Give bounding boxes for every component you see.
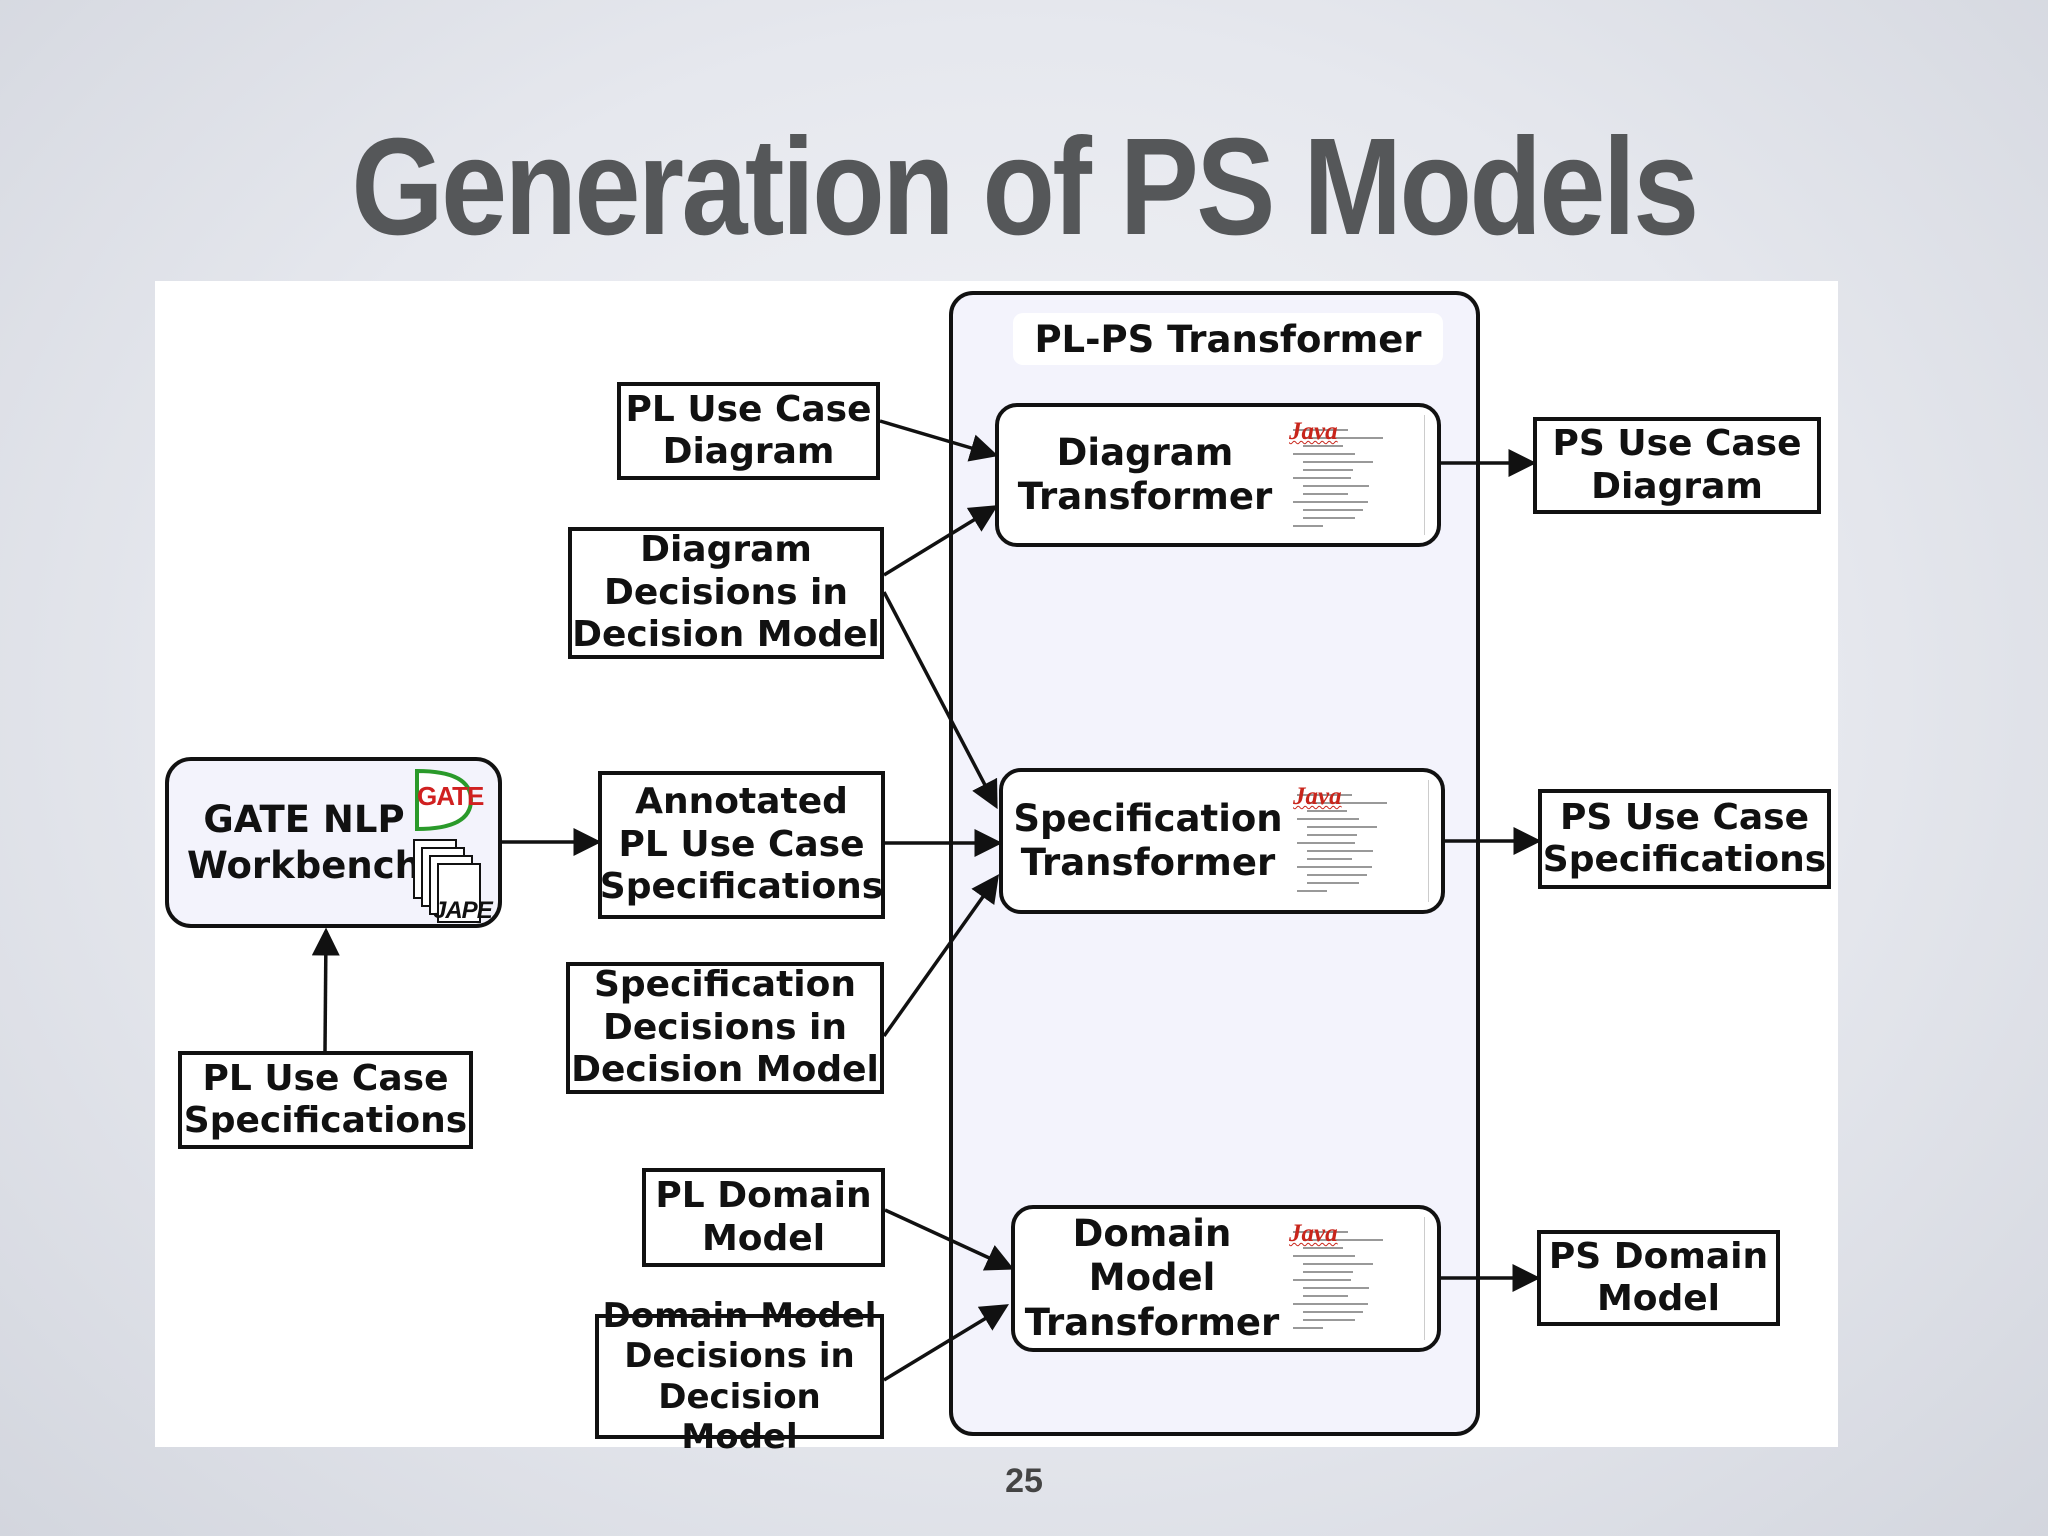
code-line xyxy=(1307,850,1373,852)
code-line xyxy=(1293,453,1355,455)
diagram-transformer-box: Diagram Transformer Java xyxy=(995,403,1441,547)
code-line xyxy=(1297,890,1327,892)
gate-logo-icon: GATE xyxy=(411,767,484,833)
code-line xyxy=(1307,834,1357,836)
domain-model-transformer-box: Domain Model Transformer Java xyxy=(1011,1205,1441,1352)
code-line xyxy=(1293,1279,1351,1281)
arrow-domainmodel-to-domain-transformer xyxy=(884,1208,1015,1271)
ps-use-case-diagram-box: PS Use Case Diagram xyxy=(1533,417,1821,514)
code-line xyxy=(1303,469,1353,471)
code-line xyxy=(1307,882,1359,884)
arrow-domaindecisions-to-domain-transformer xyxy=(883,1304,1009,1382)
slide-title: Generation of PS Models xyxy=(351,110,1699,264)
code-line xyxy=(1293,1255,1355,1257)
gate-nlp-workbench-box: GATE NLP Workbench GATE JAPE xyxy=(165,757,502,928)
code-line xyxy=(1303,1263,1373,1265)
code-line xyxy=(1293,1231,1348,1233)
code-lines xyxy=(1289,1223,1424,1340)
code-line xyxy=(1297,866,1372,868)
ps-use-case-specifications-box: PS Use Case Specifications xyxy=(1538,789,1831,889)
arrow-diagdecisions-to-diagram-transformer xyxy=(883,505,998,577)
java-code-icon: Java xyxy=(1293,780,1429,902)
code-line xyxy=(1303,485,1369,487)
arrow-ucdiagram-to-diagram-transformer xyxy=(879,419,999,462)
java-code-icon: Java xyxy=(1289,415,1425,535)
java-code-icon: Java xyxy=(1289,1217,1425,1340)
code-line xyxy=(1303,445,1343,447)
diagram-transformer-label: Diagram Transformer xyxy=(1017,430,1273,518)
arrow-diagdecisions-to-spec-transformer xyxy=(882,591,998,810)
code-line xyxy=(1297,794,1352,796)
code-line xyxy=(1293,477,1351,479)
code-line xyxy=(1307,874,1367,876)
code-line xyxy=(1303,509,1363,511)
code-line xyxy=(1297,818,1359,820)
domain-model-decisions-box: Domain Model Decisions in Decision Model xyxy=(595,1296,884,1457)
code-line xyxy=(1293,525,1323,527)
code-line xyxy=(1303,1319,1355,1321)
gate-logo-text: GATE xyxy=(417,781,484,811)
pl-domain-model-box: PL Domain Model xyxy=(642,1168,885,1267)
java-logo: Java xyxy=(1293,783,1342,810)
code-line xyxy=(1303,1271,1353,1273)
code-line xyxy=(1293,501,1368,503)
domain-model-transformer-label: Domain Model Transformer xyxy=(1024,1211,1280,1344)
arrow-specdecisions-to-spec-transformer xyxy=(882,874,1000,1038)
jape-label: JAPE xyxy=(433,897,493,924)
arrow-plspecs-to-gate xyxy=(311,927,340,1052)
code-line xyxy=(1303,1239,1383,1241)
java-logo: Java xyxy=(1289,418,1338,445)
code-line xyxy=(1307,858,1352,860)
diagram-decisions-box: Diagram Decisions in Decision Model xyxy=(568,527,884,659)
code-line xyxy=(1303,1287,1369,1289)
page-number: 25 xyxy=(1005,1462,1043,1500)
code-line xyxy=(1293,1303,1368,1305)
code-line xyxy=(1303,517,1355,519)
code-line xyxy=(1303,1295,1348,1297)
pl-ps-transformer-title: PL-PS Transformer xyxy=(1013,313,1443,365)
code-line xyxy=(1303,1247,1343,1249)
code-line xyxy=(1297,842,1355,844)
code-lines xyxy=(1289,421,1424,535)
pl-use-case-specifications-box: PL Use Case Specifications xyxy=(178,1051,473,1149)
code-line xyxy=(1307,802,1387,804)
pl-use-case-diagram-box: PL Use Case Diagram xyxy=(617,382,880,480)
code-line xyxy=(1293,429,1348,431)
specification-transformer-box: Specification Transformer Java xyxy=(999,768,1445,914)
code-line xyxy=(1307,826,1377,828)
jape-documents-icon: JAPE xyxy=(413,839,495,925)
specification-decisions-box: Specification Decisions in Decision Mode… xyxy=(566,962,884,1094)
code-line xyxy=(1303,1311,1363,1313)
code-lines xyxy=(1293,786,1428,902)
code-line xyxy=(1303,493,1348,495)
java-logo: Java xyxy=(1289,1220,1338,1247)
annotated-pl-use-case-specifications-box: Annotated PL Use Case Specifications xyxy=(598,771,885,919)
specification-transformer-label: Specification Transformer xyxy=(1013,796,1283,884)
code-line xyxy=(1293,1327,1323,1329)
ps-domain-model-box: PS Domain Model xyxy=(1537,1230,1780,1326)
code-line xyxy=(1307,810,1347,812)
gate-nlp-workbench-label: GATE NLP Workbench xyxy=(187,798,421,887)
code-line xyxy=(1303,437,1383,439)
code-line xyxy=(1303,461,1373,463)
